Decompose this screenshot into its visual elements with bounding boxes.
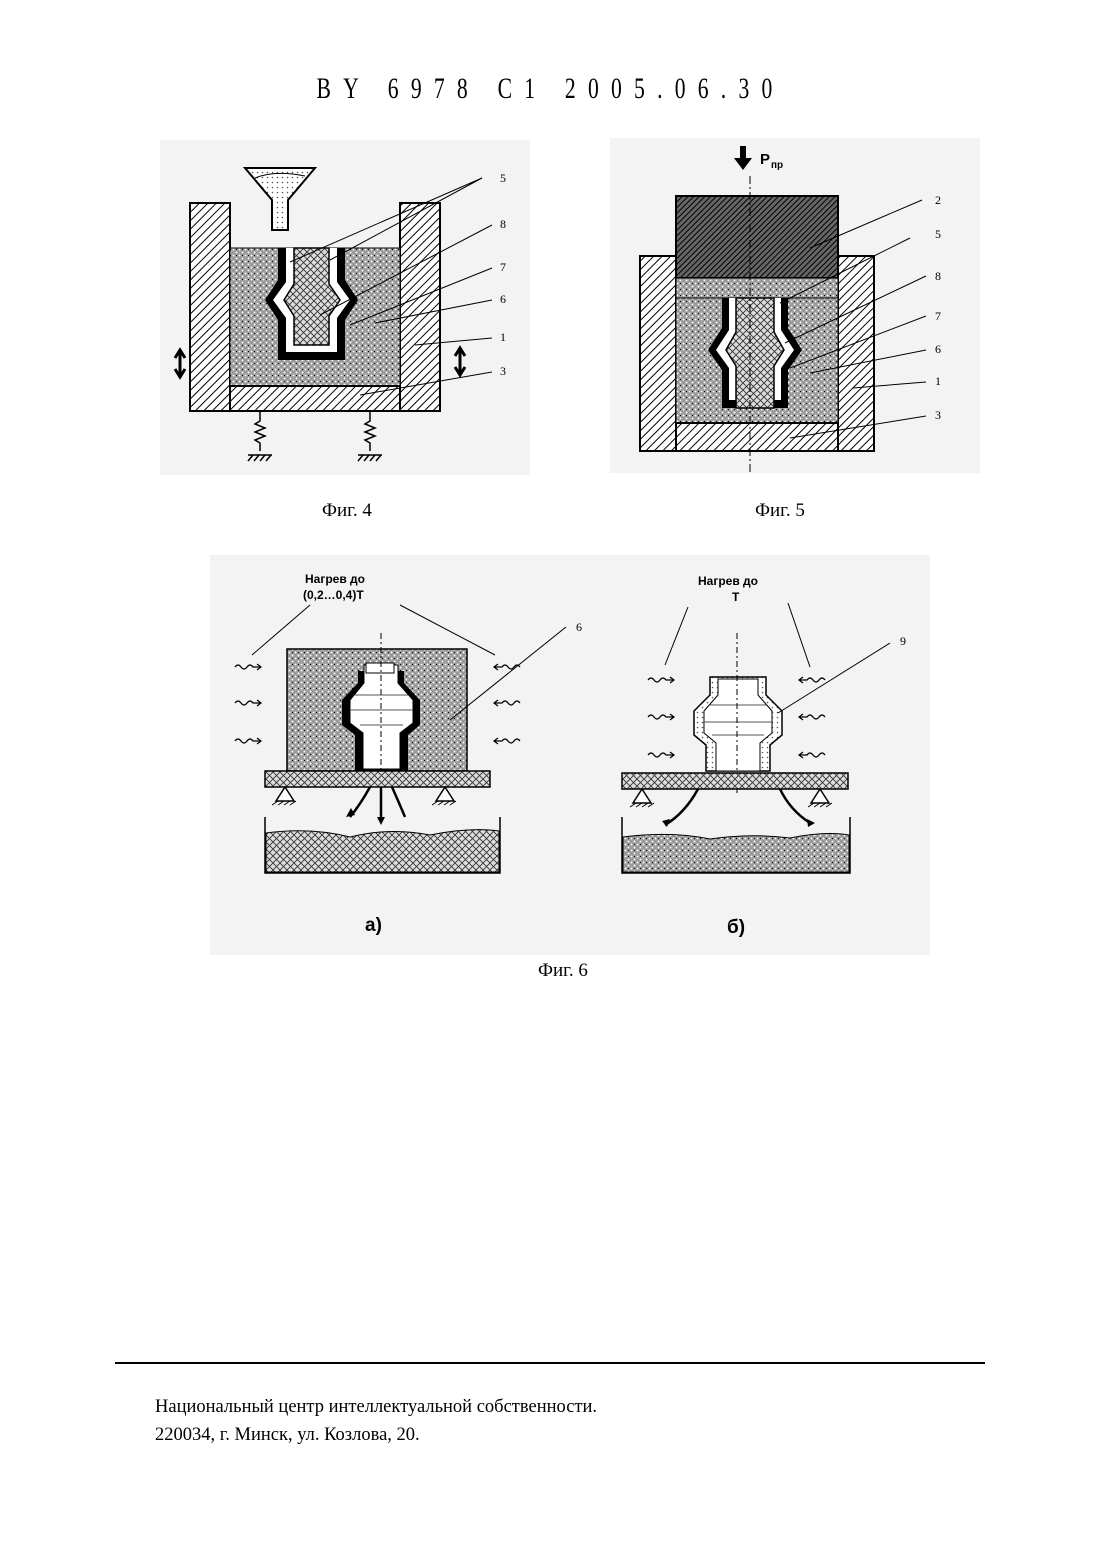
figure-4-caption: Фиг. 4 — [322, 500, 372, 522]
fig6a-label-6: 6 — [576, 620, 582, 634]
fig5-label-7: 7 — [935, 309, 941, 323]
fig4-label-3: 3 — [500, 364, 506, 378]
heat-label-b-line1: Нагрев до — [698, 574, 758, 588]
force-subscript: пр — [771, 160, 783, 171]
patent-header: BY 6978 C1 2005.06.30 — [154, 72, 947, 106]
fig5-label-3: 3 — [935, 408, 941, 422]
fig4-label-5: 5 — [500, 171, 506, 185]
fig5-label-6: 6 — [935, 342, 941, 356]
fig4-label-6: 6 — [500, 292, 506, 306]
heat-label-a-line1: Нагрев до — [305, 572, 365, 586]
figure-4: 5 8 7 6 1 3 — [160, 140, 530, 475]
footer-divider — [115, 1362, 985, 1364]
footer: Национальный центр интеллектуальной собс… — [155, 1393, 597, 1449]
fig6b-label-9: 9 — [900, 634, 906, 648]
fig6-subcaption-a: а) — [365, 915, 382, 936]
heat-label-b-line2: T — [732, 590, 740, 604]
footer-org: Национальный центр интеллектуальной собс… — [155, 1393, 597, 1421]
fig4-label-1: 1 — [500, 330, 506, 344]
figure-5-caption: Фиг. 5 — [755, 500, 805, 522]
fig6-subcaption-b: б) — [727, 917, 745, 938]
figure-6: Нагрев до (0,2…0,4)T 6 а) Нагрев до T — [210, 555, 930, 955]
footer-address: 220034, г. Минск, ул. Козлова, 20. — [155, 1421, 597, 1449]
fig5-label-1: 1 — [935, 374, 941, 388]
fig5-label-8: 8 — [935, 269, 941, 283]
force-symbol: P — [760, 151, 770, 168]
figure-6-caption: Фиг. 6 — [538, 960, 588, 982]
fig5-label-2: 2 — [935, 193, 941, 207]
fig4-label-7: 7 — [500, 260, 506, 274]
fig4-label-8: 8 — [500, 217, 506, 231]
figure-5: P пр 2 5 8 7 6 1 3 — [610, 138, 980, 473]
fig5-label-5: 5 — [935, 227, 941, 241]
heat-label-a-line2: (0,2…0,4)T — [303, 588, 364, 602]
